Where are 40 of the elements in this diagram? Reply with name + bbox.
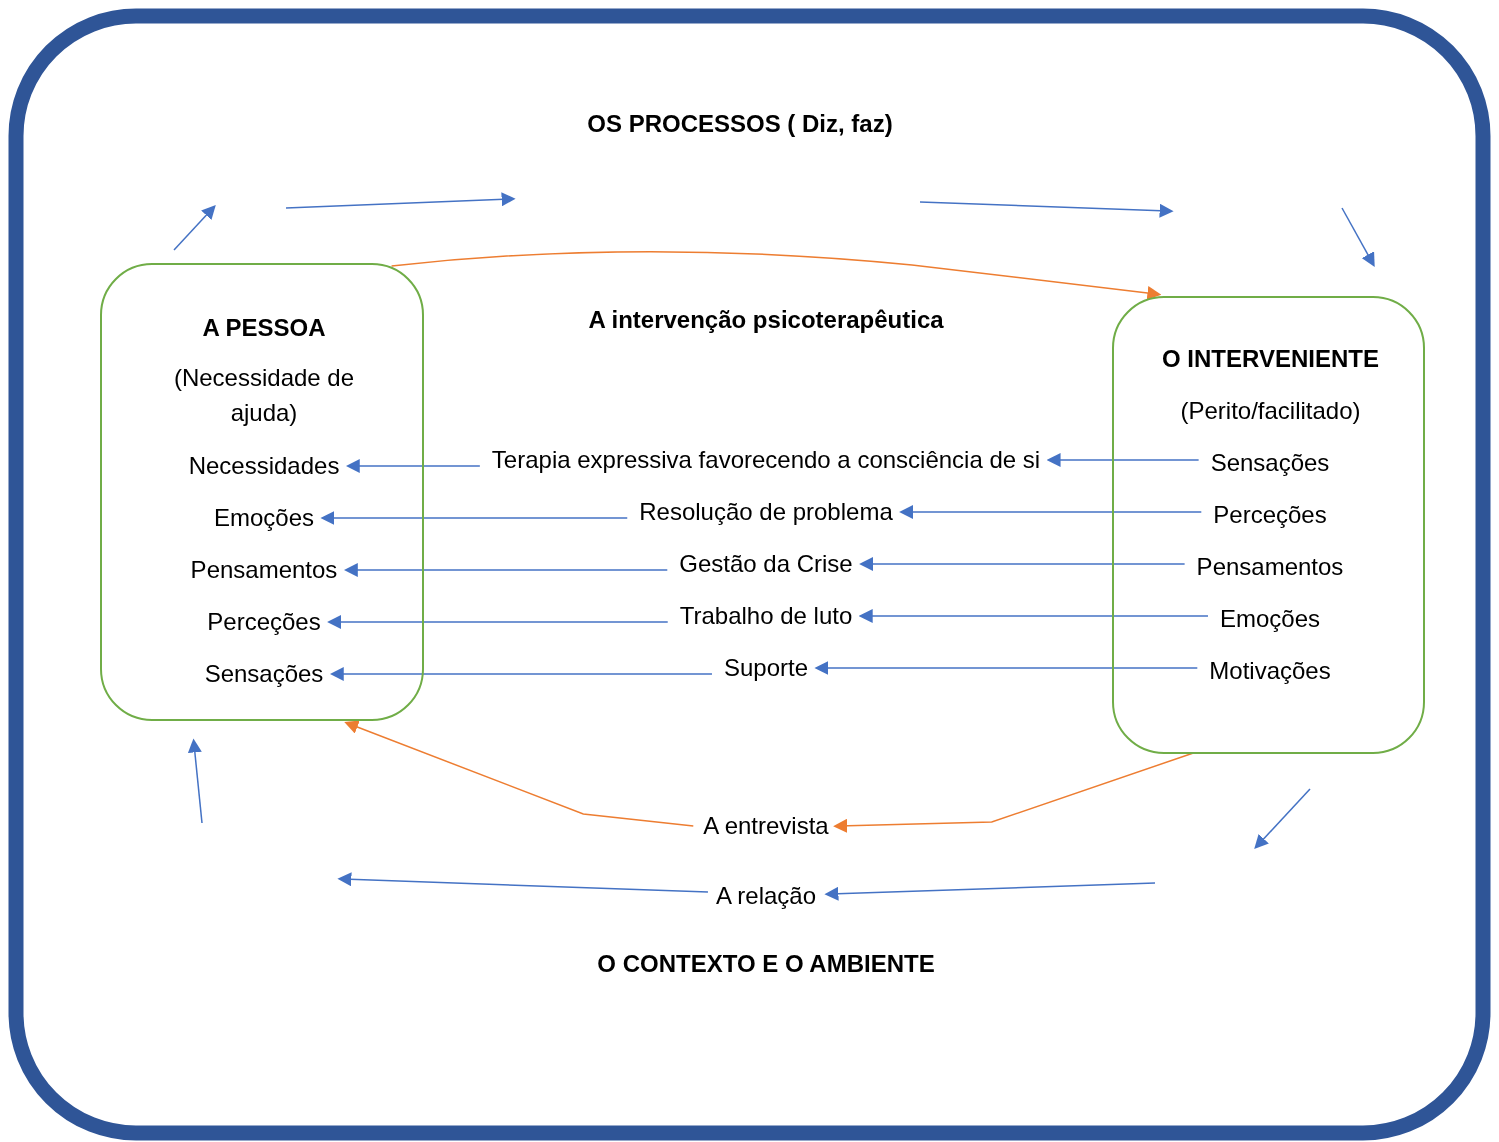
section-heading: A intervenção psicoterapêutica [587, 305, 945, 335]
arrow [327, 615, 669, 629]
arrow [344, 720, 695, 827]
node-text: Gestão da Crise [679, 546, 853, 582]
arrow [824, 882, 1156, 901]
node-text: Motivações [1209, 653, 1331, 689]
box-heading: A PESSOA [201, 313, 327, 343]
node-text: Resolução de problema [639, 494, 893, 530]
arrow [1046, 453, 1200, 467]
node-text: Emoções [214, 500, 314, 536]
arrow [329, 667, 713, 681]
node-text: Perceções [207, 604, 321, 640]
node-text: A relação [715, 878, 817, 914]
arrow [320, 511, 628, 525]
node-text: Trabalho de luto [679, 598, 853, 634]
box-heading: O INTERVENIENTE [1161, 344, 1380, 374]
box-subtitle: (Perito/facilitado) [1179, 396, 1362, 426]
arrow [337, 872, 709, 893]
node-text: Perceções [1213, 497, 1327, 533]
box-subtitle: (Necessidade de ajuda) [172, 363, 356, 428]
rounded-box [1112, 296, 1425, 754]
node-text: Terapia expressiva favorecendo a consciência de si [491, 442, 1041, 478]
node-text: Pensamentos [190, 552, 338, 588]
arrow [899, 505, 1203, 519]
arrow [343, 563, 669, 577]
node-text: Sensações [204, 656, 324, 692]
node-text: Emoções [1220, 601, 1320, 637]
diagram-title: OS PROCESSOS ( Diz, faz) [586, 109, 894, 139]
section-heading: O CONTEXTO E O AMBIENTE [596, 949, 936, 979]
node-text: Necessidades [188, 448, 340, 484]
node-text: Suporte [723, 650, 809, 686]
node-text: Pensamentos [1196, 549, 1344, 585]
node-text: A entrevista [703, 808, 829, 844]
arrow [345, 459, 481, 473]
arrow [858, 609, 1209, 623]
arrow [390, 251, 1162, 300]
arrow [814, 661, 1199, 675]
node-text: Sensações [1210, 445, 1330, 481]
arrow [859, 557, 1186, 571]
rounded-box [100, 263, 424, 721]
